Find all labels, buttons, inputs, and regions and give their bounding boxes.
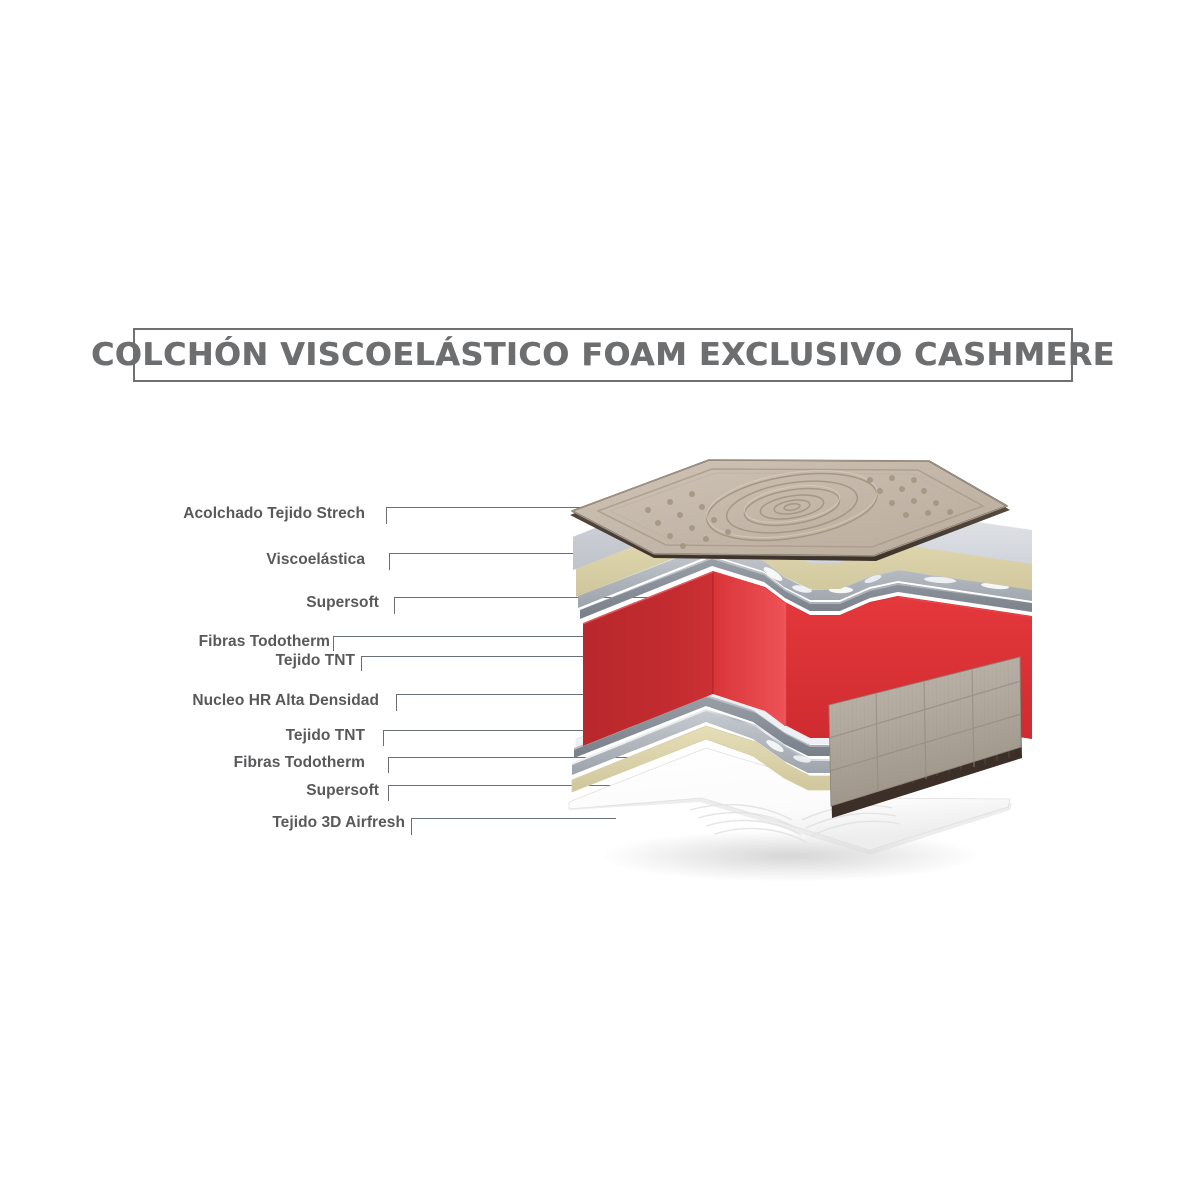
label-tejido-3d-airfresh: Tejido 3D Airfresh [272, 814, 405, 831]
leader-tick-viscoelastica [389, 553, 390, 570]
leader-line-tnt-top [361, 656, 756, 657]
layer-fibras-todotherm-top [578, 543, 1032, 608]
leader-tick-airfresh [411, 818, 412, 835]
leader-line-fibras-top [333, 636, 740, 637]
side-panel-quilted-border [828, 656, 1022, 818]
label-supersoft-top: Supersoft [306, 594, 379, 611]
leader-tick-fibras-bottom [388, 757, 389, 773]
label-nucleo-hr-alta-densidad: Nucleo HR Alta Densidad [192, 692, 379, 709]
page-title: COLCHÓN VISCOELÁSTICO FOAM EXCLUSIVO CAS… [91, 337, 1115, 373]
layer-acolchado-tejido-strech [570, 459, 1010, 561]
leader-line-tnt-bottom [383, 730, 586, 731]
leader-line-nucleo [396, 694, 646, 695]
leader-tick-supersoft-bottom [388, 785, 389, 801]
leader-tick-tnt-top [361, 656, 362, 671]
leader-tick-acolchado [386, 507, 387, 524]
label-acolchado-tejido-strech: Acolchado Tejido Strech [183, 505, 365, 522]
leader-tick-fibras-top [333, 636, 334, 651]
leader-tick-supersoft-top [394, 597, 395, 614]
label-viscoelastica: Viscoelástica [266, 551, 365, 568]
label-supersoft-bottom: Supersoft [306, 782, 379, 799]
layer-tejido-tnt-top [580, 557, 1032, 619]
label-tejido-tnt-bottom: Tejido TNT [285, 727, 365, 744]
label-fibras-todotherm-top: Fibras Todotherm [198, 633, 330, 650]
leader-line-acolchado [386, 507, 736, 508]
leader-line-viscoelastica [389, 553, 714, 554]
leader-tick-nucleo [396, 694, 397, 711]
leader-tick-tnt-bottom [383, 730, 384, 746]
leader-line-supersoft-top [394, 597, 714, 598]
label-fibras-todotherm-bottom: Fibras Todotherm [233, 754, 365, 771]
exploded-mattress-diagram [540, 458, 1080, 883]
label-tejido-tnt-top: Tejido TNT [275, 652, 355, 669]
leader-line-supersoft-bottom [388, 785, 656, 786]
leader-line-airfresh [411, 818, 616, 819]
leader-line-fibras-bottom [388, 757, 634, 758]
title-banner: COLCHÓN VISCOELÁSTICO FOAM EXCLUSIVO CAS… [91, 328, 1114, 382]
